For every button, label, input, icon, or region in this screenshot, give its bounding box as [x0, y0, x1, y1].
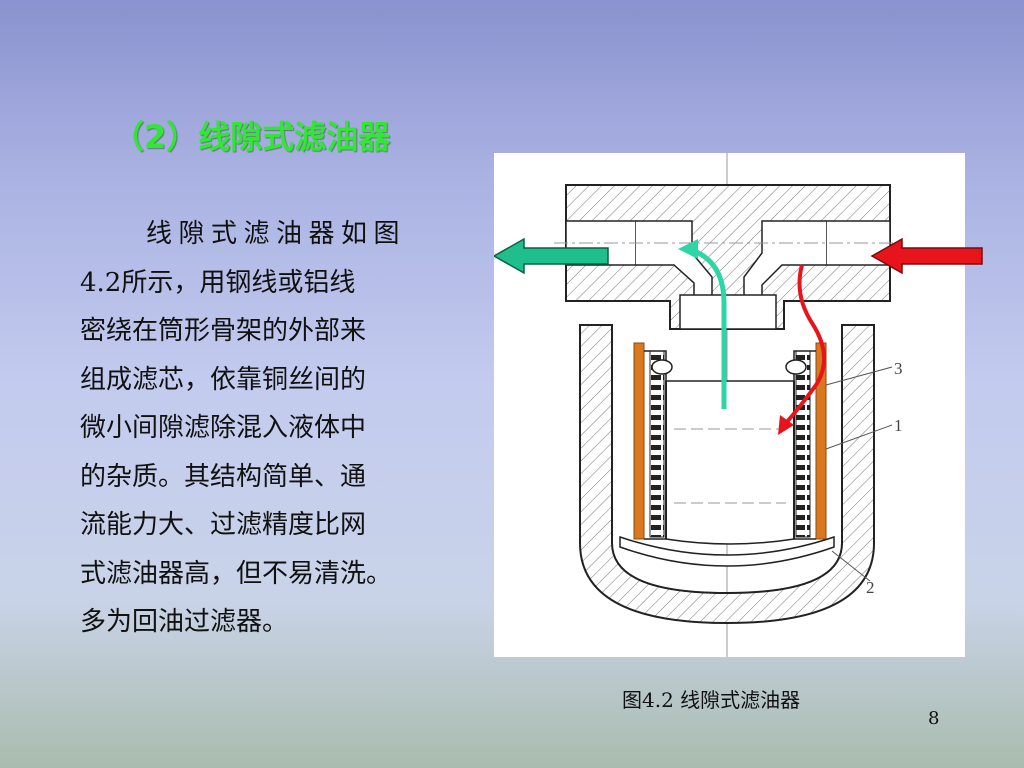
outlet-arrow-icon	[494, 237, 609, 275]
body-line: 线隙式滤油器如图	[146, 219, 407, 249]
body-line: 式滤油器高，但不易清洗。	[80, 558, 393, 589]
wire-winding-right	[795, 350, 811, 538]
slide-title: （2）线隙式滤油器	[112, 118, 391, 156]
flow-in-curve	[784, 264, 827, 425]
inner-cylinder	[665, 380, 795, 545]
body-line: 组成滤芯，依靠铜丝间的	[80, 364, 367, 395]
body-line: 多为回油过滤器。	[80, 607, 289, 637]
body-line: 4.2所示，用钢线或铝线	[80, 267, 356, 298]
wire-winding-left	[649, 350, 665, 538]
filter-diagram: 3 1 2	[494, 153, 965, 657]
body-paragraph: 线隙式滤油器如图 4.2所示，用钢线或铝线 密绕在筒形骨架的外部来 组成滤芯，依…	[80, 210, 480, 647]
part-label-2: 2	[866, 578, 875, 597]
inlet-arrow-icon	[870, 237, 983, 275]
body-line: 密绕在筒形骨架的外部来	[80, 316, 367, 346]
body-line: 微小间隙滤除混入液体中	[80, 413, 367, 443]
flow-out-curve	[692, 248, 727, 409]
body-line: 流能力大、过滤精度比网	[80, 510, 367, 540]
page-number: 8	[928, 708, 940, 729]
figure-caption: 图4.2 线隙式滤油器	[622, 688, 801, 712]
filter-element-left	[633, 342, 645, 540]
filter-cross-section: 3 1 2	[554, 153, 903, 657]
part-label-1: 1	[894, 416, 903, 435]
body-line: 的杂质。其结构简单、通	[80, 461, 367, 492]
part-label-3: 3	[894, 359, 903, 378]
